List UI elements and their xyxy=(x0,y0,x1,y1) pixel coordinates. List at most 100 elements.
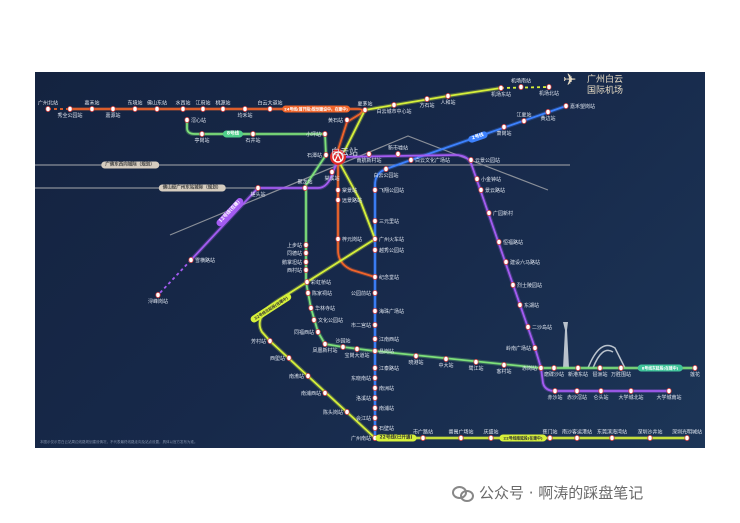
station[interactable]: 均禾站 xyxy=(237,106,253,119)
metro-line-l12w-planned[interactable] xyxy=(157,259,192,296)
station[interactable]: 江夏站 xyxy=(516,112,532,125)
station[interactable]: 彩虹桥站 xyxy=(304,279,331,286)
metro-line-l22-planned[interactable] xyxy=(500,86,550,89)
station[interactable]: 西塱站 xyxy=(270,355,292,362)
station[interactable]: 小坪站 xyxy=(306,131,328,138)
station[interactable]: 白云城市中心站 xyxy=(376,102,412,115)
station[interactable]: 黄边站 xyxy=(540,109,556,122)
station[interactable]: 深圳沙井站 xyxy=(637,429,663,441)
metro-line-l12w[interactable] xyxy=(190,159,339,261)
station[interactable]: 三元里站 xyxy=(372,218,399,225)
station[interactable]: 番禺广场站 xyxy=(448,429,474,441)
station[interactable]: 东湖站 xyxy=(517,302,539,309)
station[interactable]: 陈家祠站 xyxy=(305,290,332,297)
station[interactable]: 大学城南站 xyxy=(656,387,682,401)
station[interactable]: 石潭站 xyxy=(307,152,329,159)
station[interactable]: 芳村站 xyxy=(251,338,273,345)
station[interactable]: 昌岗站 xyxy=(372,348,394,355)
station[interactable]: 赤岗站 xyxy=(522,365,544,372)
station[interactable]: 滘心站 xyxy=(184,117,206,124)
station[interactable]: 飞翔公园站 xyxy=(372,187,404,194)
station[interactable]: 人和站 xyxy=(440,93,456,106)
station[interactable]: 南沙客运港站 xyxy=(562,429,592,441)
station[interactable]: 赤沙滘站 xyxy=(567,387,587,401)
station[interactable]: 江府站 xyxy=(195,100,211,113)
station[interactable]: 广州南站 xyxy=(351,435,378,442)
station[interactable]: 机场北站 xyxy=(539,84,559,97)
station[interactable]: 上步站 xyxy=(287,242,309,249)
station[interactable]: 广州北站 xyxy=(38,100,58,113)
station[interactable]: 南航新村站 xyxy=(356,150,382,164)
metro-line-l8[interactable] xyxy=(186,120,695,369)
station[interactable]: 深圳光明城站 xyxy=(672,429,702,441)
station[interactable]: 小金钟站 xyxy=(474,176,501,183)
station[interactable]: 嘉禾站 xyxy=(84,100,100,113)
station[interactable]: 鹅掌坦站 xyxy=(282,259,309,266)
station[interactable]: 浔峰岗站 xyxy=(148,291,168,305)
station[interactable]: 洛溪站 xyxy=(356,395,378,402)
station[interactable]: 烈士陵园站 xyxy=(510,282,542,289)
station[interactable]: 海珠广场站 xyxy=(372,308,404,315)
station[interactable]: 宝岗大道站 xyxy=(344,345,370,359)
station[interactable]: 南漖站 xyxy=(289,373,311,380)
station[interactable]: 水西站 xyxy=(175,100,191,113)
station[interactable]: 嘉源站 xyxy=(105,106,121,119)
station[interactable]: 南浦西站 xyxy=(301,390,328,397)
station[interactable]: 夏茅站 xyxy=(357,101,373,114)
station[interactable]: 云景公园站 xyxy=(468,157,500,164)
station[interactable]: 同德站 xyxy=(287,250,309,257)
station[interactable]: 萧岗站 xyxy=(496,124,512,137)
station[interactable]: 棠溪站 xyxy=(324,168,340,182)
station[interactable]: 越秀公园站 xyxy=(372,247,404,254)
station[interactable]: 新港东站 xyxy=(568,364,588,378)
station[interactable]: 机场东站 xyxy=(491,85,511,98)
station[interactable]: 文化公园站 xyxy=(311,317,343,324)
station[interactable]: 秀全公园站 xyxy=(57,106,83,119)
station[interactable]: 佛山东站 xyxy=(147,100,167,113)
station[interactable]: 南洲站 xyxy=(372,385,394,392)
station[interactable]: 黄石站 xyxy=(328,117,350,124)
metro-line-l24[interactable] xyxy=(70,108,376,278)
station[interactable]: 晓港站 xyxy=(408,352,424,366)
station[interactable]: 白云文化广场站 xyxy=(408,157,450,164)
station[interactable]: 雪横路站 xyxy=(188,257,215,264)
station[interactable]: 万胜围站 xyxy=(611,364,631,378)
station[interactable]: 蕉门站 xyxy=(542,429,558,441)
station[interactable]: 新市墟站 xyxy=(388,145,408,157)
station[interactable]: 广州火车站 xyxy=(372,236,404,243)
station[interactable]: 聚龙站 xyxy=(297,179,313,191)
station[interactable]: 江南西站 xyxy=(372,336,399,343)
station[interactable]: 南浦站 xyxy=(372,405,394,412)
station[interactable]: 大学城北站 xyxy=(618,387,644,401)
station[interactable]: 沙园站 xyxy=(335,338,351,350)
station[interactable]: 东莞滨海湾站 xyxy=(597,429,627,441)
station[interactable]: 赤沙站 xyxy=(547,387,563,401)
station[interactable]: 西村站 xyxy=(287,267,309,274)
station[interactable]: 公园前站 xyxy=(351,290,378,297)
station[interactable]: 莲花 xyxy=(690,364,700,378)
station[interactable]: 亭岗站 xyxy=(194,130,210,144)
station[interactable]: 机场南站 xyxy=(511,78,531,91)
station[interactable]: 恒福路站 xyxy=(496,239,523,246)
station[interactable]: 中大站 xyxy=(438,355,454,369)
station[interactable]: 槎头站 xyxy=(250,184,266,198)
station[interactable]: 江泰路站 xyxy=(372,365,399,372)
station[interactable]: 建设六马路站 xyxy=(503,259,540,266)
station[interactable]: 磨碟沙站 xyxy=(544,364,564,378)
station[interactable]: 同福西站 xyxy=(294,329,321,336)
station[interactable]: 鹭江站 xyxy=(468,358,484,372)
station[interactable]: 桃源站 xyxy=(215,100,231,113)
station[interactable]: 岭南广场站 xyxy=(506,345,538,352)
station[interactable]: 石井站 xyxy=(245,130,261,144)
metro-line-l12e[interactable] xyxy=(337,154,669,392)
station[interactable]: 梓元岗站 xyxy=(335,236,362,243)
station[interactable]: 华林寺站 xyxy=(308,305,335,312)
station[interactable]: 陈头岗站 xyxy=(323,409,350,416)
station[interactable]: 客村站 xyxy=(496,361,512,375)
baiyun-hub-icon[interactable] xyxy=(330,149,346,165)
station[interactable]: 凤凰新村站 xyxy=(312,340,338,354)
station[interactable]: 东境站 xyxy=(127,100,143,113)
station[interactable]: 广园新村 xyxy=(486,210,513,217)
station[interactable]: 琶洲站 xyxy=(592,364,608,378)
station[interactable]: 市二宫站 xyxy=(351,322,378,329)
